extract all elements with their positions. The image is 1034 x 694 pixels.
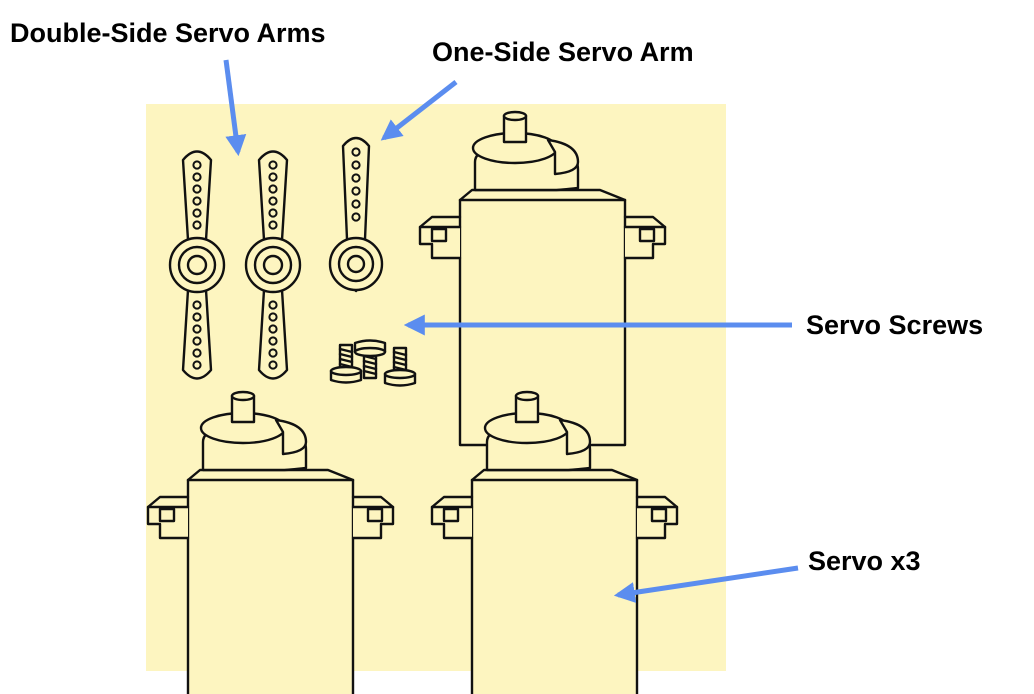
label-one-side-servo-arm: One-Side Servo Arm <box>432 37 694 67</box>
label-servo-x3: Servo x3 <box>808 546 921 576</box>
label-servo-screws: Servo Screws <box>806 310 983 340</box>
label-double-side-servo-arms: Double-Side Servo Arms <box>10 18 326 48</box>
arrow-double-arms <box>223 59 247 157</box>
arrow-one-arm <box>380 80 458 141</box>
arrow-servo <box>613 565 799 603</box>
callout-arrows <box>223 59 799 603</box>
servo-screws <box>329 339 417 387</box>
